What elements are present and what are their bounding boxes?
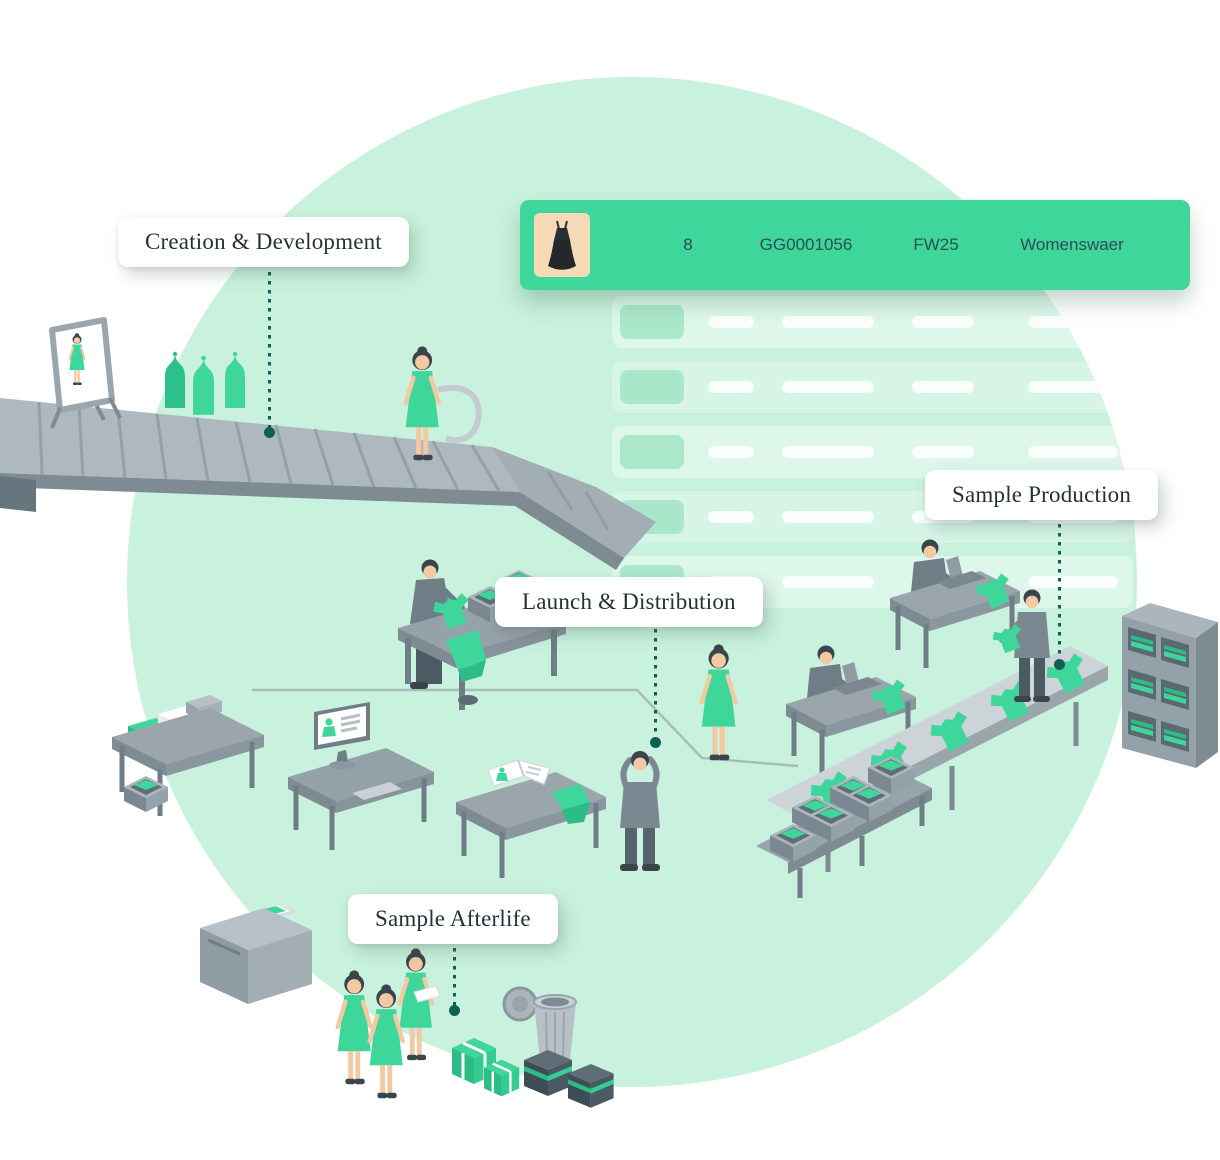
sewing-station-upper <box>890 539 1020 668</box>
skeleton-thumbnail <box>620 370 684 404</box>
skeleton-pill <box>708 316 754 328</box>
callout-sample-production: Sample Production <box>925 470 1159 520</box>
skeleton-pill <box>782 381 874 393</box>
gift-boxes <box>450 1036 521 1098</box>
skeleton-pill <box>1028 576 1118 588</box>
skeleton-thumbnail <box>620 305 684 339</box>
callout-creation-development: Creation & Development <box>118 217 409 267</box>
skeleton-thumbnail <box>620 435 684 469</box>
row-style-code: GG0001056 <box>759 235 853 254</box>
finished-sample-boxes <box>756 756 932 898</box>
sample-table-row[interactable]: 8 GG0001056 FW25 Womenswaer <box>520 200 1190 290</box>
skeleton-pill <box>708 446 754 458</box>
materials-table <box>112 695 264 816</box>
skeleton-row <box>612 426 1133 478</box>
launch-connector-line <box>654 629 657 737</box>
standing-woman <box>702 644 736 760</box>
skeleton-row <box>612 361 1133 413</box>
storage-shelf <box>1122 603 1218 768</box>
launch-connector-dot <box>650 737 661 748</box>
callout-sample-afterlife: Sample Afterlife <box>348 894 558 944</box>
skeleton-pill <box>912 446 974 458</box>
route-line <box>252 688 799 768</box>
lookbook-table <box>456 758 606 878</box>
row-season: FW25 <box>913 235 959 254</box>
fabric-swoosh <box>437 385 482 444</box>
skeleton-pill <box>708 511 754 523</box>
monitor <box>314 702 370 769</box>
skeleton-pill <box>912 381 974 393</box>
skeleton-pill <box>1028 381 1118 393</box>
dress-forms <box>165 351 245 415</box>
thinking-man <box>620 751 660 871</box>
sewing-station-lower <box>786 645 916 774</box>
skeleton-row <box>612 296 1133 348</box>
sample-printer <box>200 904 312 1004</box>
donation-volunteers <box>338 948 441 1098</box>
black-dress-icon <box>548 220 576 270</box>
row-category: Womenswaer <box>1020 235 1124 254</box>
mirror <box>49 317 122 429</box>
afterlife-connector-line <box>453 948 456 1005</box>
skeleton-pill <box>782 446 874 458</box>
computer-desk <box>288 702 434 850</box>
open-lookbook <box>487 758 551 787</box>
creation-connector-dot <box>264 427 275 438</box>
skeleton-pill <box>1028 316 1118 328</box>
qc-worker <box>990 589 1050 702</box>
skeleton-pill <box>912 316 974 328</box>
production-connector-dot <box>1054 659 1065 670</box>
faded-table-rows <box>612 296 1133 618</box>
skeleton-pill <box>708 381 754 393</box>
row-quantity: 8 <box>683 235 693 254</box>
production-connector-line <box>1058 524 1061 658</box>
callout-launch-distribution: Launch & Distribution <box>495 577 763 627</box>
sample-thumbnail <box>534 213 590 277</box>
keyboard <box>352 782 402 800</box>
skeleton-pill <box>782 316 874 328</box>
creation-connector-line <box>268 272 271 428</box>
skeleton-pill <box>782 576 874 588</box>
skeleton-pill <box>1028 446 1118 458</box>
runway-walkway <box>0 398 656 570</box>
afterlife-connector-dot <box>449 1005 460 1016</box>
skeleton-pill <box>782 511 874 523</box>
